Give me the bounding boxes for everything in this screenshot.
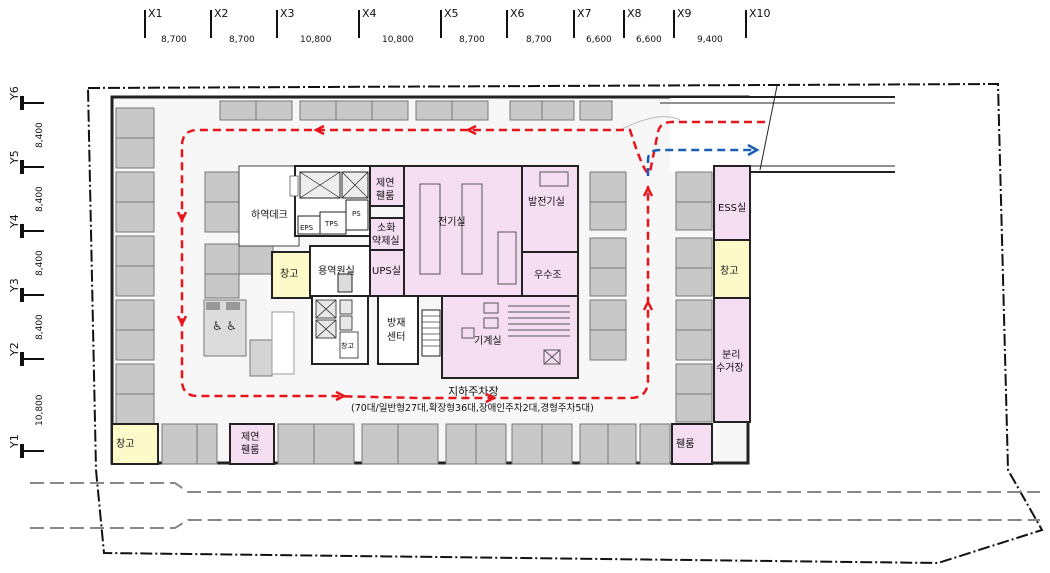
storage-bottom xyxy=(111,423,159,465)
storage-left xyxy=(271,251,311,299)
storage-small-label: 창고 xyxy=(341,342,354,350)
storage-right xyxy=(713,239,751,299)
extinguisher-label-2: 약제실 xyxy=(372,235,400,247)
eps-label: EPS xyxy=(300,224,314,232)
tps-label: TPS xyxy=(324,220,338,228)
grid-x7-dimension: 6,600 xyxy=(586,35,612,45)
generator-room-label: 발전기실 xyxy=(528,196,565,208)
svg-text:♿: ♿ xyxy=(212,319,223,333)
svg-text:♿: ♿ xyxy=(226,319,237,333)
stair-icon xyxy=(289,175,441,357)
grid-y2-label: Y2 xyxy=(8,342,21,357)
smoke-vent-top-label-1: 제연 xyxy=(376,177,394,189)
accessible-icon: ♿ ♿ xyxy=(203,299,247,357)
grid-x5-label: X5 xyxy=(444,7,459,20)
grid-x3-label: X3 xyxy=(280,7,295,20)
grid-x9-label: X9 xyxy=(677,7,692,20)
inbound-route-arrow xyxy=(313,124,325,136)
ess-room xyxy=(713,165,751,241)
inbound-route-arrow xyxy=(176,211,188,223)
grid-x6-dimension: 8,700 xyxy=(526,35,552,45)
water-supply-room-label: 용역원실 xyxy=(318,265,355,277)
inbound-route-arrow xyxy=(642,299,654,311)
generator-room xyxy=(521,165,579,253)
grid-x3-dimension: 10,800 xyxy=(300,35,332,45)
parking-stalls xyxy=(115,100,713,465)
waste-room-label-1: 분리 xyxy=(722,349,740,361)
grid-x6-label: X6 xyxy=(510,7,525,20)
inbound-traffic-route xyxy=(180,120,765,400)
extinguisher-label-1: 소화 xyxy=(377,222,395,234)
ups-room-label: UPS실 xyxy=(372,265,401,277)
grid-x7-label: X7 xyxy=(577,7,592,20)
grid-x4-dimension: 10,800 xyxy=(382,35,414,45)
waste-room xyxy=(713,297,751,423)
electric-room xyxy=(403,165,523,297)
grid-x4-label: X4 xyxy=(362,7,377,20)
grid-x5-dimension: 8,700 xyxy=(459,35,485,45)
smoke-vent-bottom-label-2: 휀룸 xyxy=(241,444,259,456)
electric-room-label: 전기실 xyxy=(438,216,466,228)
grid-x2-label: X2 xyxy=(214,7,229,20)
inbound-route-arrow xyxy=(485,392,497,404)
fan-room-label: 휀룸 xyxy=(676,438,694,450)
grid-y6-label: Y6 xyxy=(8,86,21,101)
smoke-vent-top-label-2: 휀룸 xyxy=(376,190,394,202)
grid-y1-label: Y1 xyxy=(8,434,21,449)
entrance-ramp xyxy=(619,85,895,173)
core-rooms: ♿ ♿ xyxy=(111,165,751,465)
grid-y3-label: Y3 xyxy=(8,278,21,293)
grid-y6-dimension: 8,400 xyxy=(35,122,45,148)
fan-room xyxy=(671,423,713,465)
storage-left-label: 창고 xyxy=(280,268,298,280)
outbound-route-arrow xyxy=(747,143,760,157)
ps-label: PS xyxy=(352,210,361,218)
grid-y5-dimension: 8,400 xyxy=(35,186,45,212)
grid-y3-dimension: 8,400 xyxy=(35,314,45,340)
inbound-route-arrow xyxy=(335,390,347,402)
grid-y4-dimension: 8,400 xyxy=(35,250,45,276)
outbound-traffic-route xyxy=(646,148,756,176)
grid-y4-label: Y4 xyxy=(8,214,21,229)
storage-right-label: 창고 xyxy=(720,265,738,277)
grid-x8-dimension: 6,600 xyxy=(636,35,662,45)
loading-dock-label: 하역데크 xyxy=(251,208,288,221)
grid-x10-label: X10 xyxy=(749,7,771,20)
grid-x8-label: X8 xyxy=(627,7,642,20)
inbound-route-arrow xyxy=(642,185,654,197)
smoke-vent-bottom-label-1: 제연 xyxy=(241,431,259,443)
disaster-center-label-2: 센터 xyxy=(387,331,405,343)
grid-x9-dimension: 9,400 xyxy=(697,35,723,45)
grid-x1-label: X1 xyxy=(148,7,163,20)
waste-room-label-2: 수거장 xyxy=(716,362,744,374)
elevator-icon xyxy=(315,299,359,359)
inbound-route-arrow xyxy=(176,315,188,327)
room-labels: 하역데크 EPS TPS PS 제연 휀룸 소화 약제실 전기실 발전기실 UP… xyxy=(116,177,746,456)
grid-y2-dimension: 10,800 xyxy=(35,394,45,426)
grid-x-axis: X1 X2 X3 X4 X5 X6 X7 X8 X9 X10 8,700 8,7… xyxy=(144,7,771,45)
parking-caption: (70대/일반형27대,확장형36대,장애인주차2대,경형주차5대) xyxy=(351,402,594,414)
machine-room-label: 기계실 xyxy=(474,335,502,347)
ess-room-label: ESS실 xyxy=(718,202,746,214)
road-lines xyxy=(30,482,1040,529)
disaster-center-label-1: 방재 xyxy=(387,317,405,329)
grid-x1-dimension: 8,700 xyxy=(161,35,187,45)
disaster-center xyxy=(377,295,419,365)
storage-bottom-label: 창고 xyxy=(116,438,134,450)
grid-y-axis: Y6 Y5 Y4 Y3 Y2 Y1 8,400 8,400 8,400 8,40… xyxy=(8,86,45,458)
smoke-vent-room-bottom xyxy=(229,423,275,465)
grid-y5-label: Y5 xyxy=(8,150,21,165)
rainwater-tank xyxy=(521,251,579,297)
rainwater-tank-label: 우수조 xyxy=(534,269,562,281)
inbound-route-arrow xyxy=(465,124,477,136)
grid-x2-dimension: 8,700 xyxy=(229,35,255,45)
